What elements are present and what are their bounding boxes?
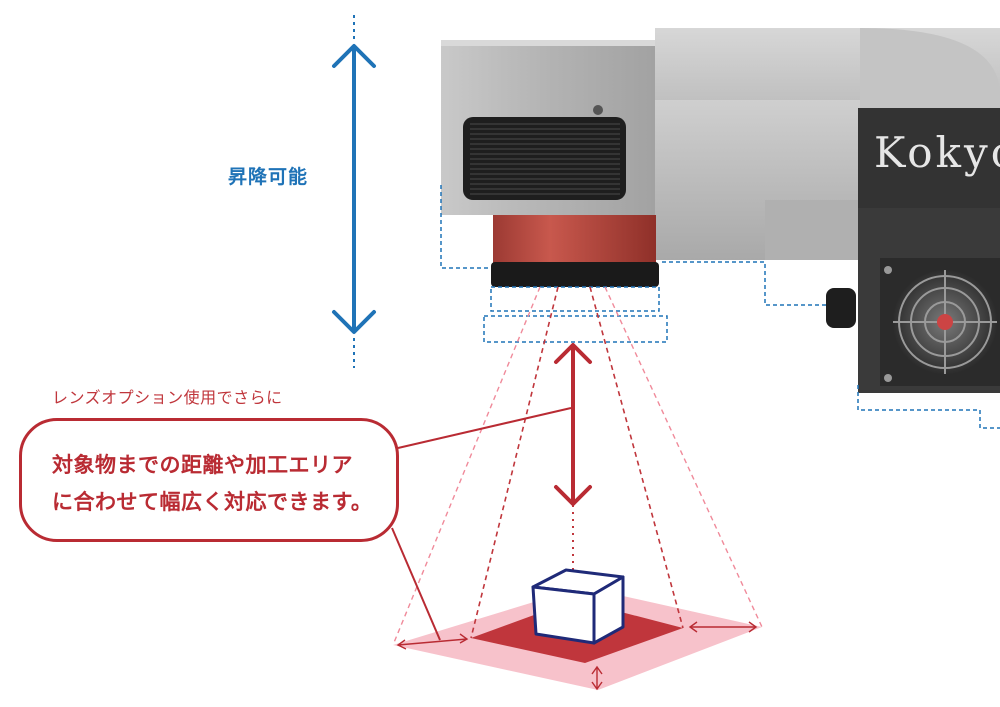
indicator-dot [593,105,603,115]
callout-bubble: 対象物までの距離や加工エリア に合わせて幅広く対応できます。 [19,418,399,542]
arrow-head-down [332,310,376,334]
guide-lens-option-2 [483,315,668,343]
guide-lens-option-1 [490,286,660,312]
up-down-label: 昇降可能 [228,166,309,188]
double-headed-arrow-icon [332,15,376,368]
callout-line-2: に合わせて幅広く対応できます。 [52,490,373,514]
guide-panel-outline [857,385,1000,429]
fan-icon [880,258,1000,386]
focus-distance-arrow [554,343,592,506]
beam-cone [392,286,763,646]
callout-line-1: 対象物までの距離や加工エリア [52,453,353,477]
lens-option-label: レンズオプション使用でさらに [52,388,283,407]
arm-curve [860,28,1000,110]
leader-top [397,407,572,449]
side-knob [826,288,856,328]
position-guide-outlines [440,185,1000,429]
cube-side [592,575,625,645]
cube-icon [531,568,625,645]
callout-leaders [391,407,572,641]
brand-plate: Kokyo [858,110,1000,210]
vent-grille-icon [463,117,626,200]
laser-head-device [441,28,1000,393]
beam-inner-right [589,286,684,629]
beam-inner-left [470,286,559,639]
dimension-arrows [396,621,758,691]
lens-ring [491,262,659,287]
guide-side-outline [662,261,826,306]
dim-left [397,638,468,646]
arrow-head-up [332,44,376,68]
beam-outer-left [392,286,541,646]
leader-bottom [391,527,441,641]
beam-outer-right [604,286,763,628]
cube-front [531,585,596,645]
brand-logo: Kokyo [874,128,1000,177]
lens-barrel [493,215,656,265]
